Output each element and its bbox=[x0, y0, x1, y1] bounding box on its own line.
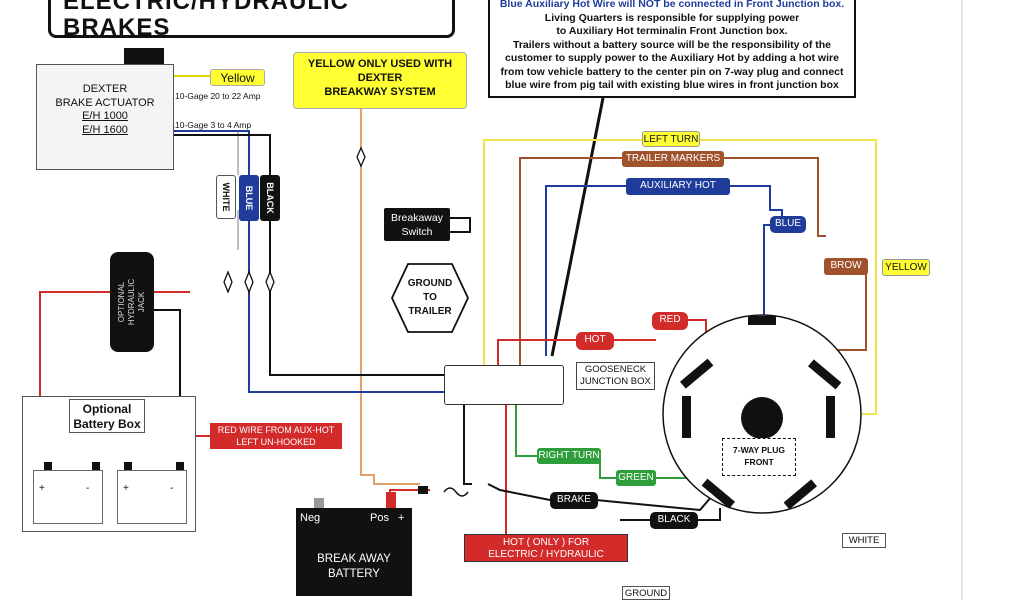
brake-label: BRAKE bbox=[550, 492, 598, 509]
red-wire-note: RED WIRE FROM AUX-HOT LEFT UN-HOOKED bbox=[210, 423, 342, 449]
battery-box-label: Optional Battery Box bbox=[69, 399, 145, 433]
trailer-marker-wire bbox=[519, 157, 867, 378]
black-wire-actuator bbox=[174, 134, 444, 376]
right-turn-label: RIGHT TURN bbox=[537, 448, 601, 464]
note-line: Living Quarters is responsible for suppl… bbox=[544, 11, 800, 24]
gage-label-bottom: 10-Gage 3 to 4 Amp bbox=[175, 120, 252, 130]
actuator-cap bbox=[124, 48, 164, 66]
fuse-block bbox=[418, 486, 428, 494]
red-wire-jack bbox=[39, 291, 110, 440]
actuator-model: E/H 1000 bbox=[82, 110, 128, 122]
black-wire-label: BLACK bbox=[260, 175, 280, 221]
fuse-symbol bbox=[443, 487, 469, 497]
yellow-only-line: YELLOW ONLY USED WITH bbox=[307, 58, 453, 70]
breakaway-wire bbox=[450, 217, 471, 233]
breakaway-switch: Breakaway Switch bbox=[384, 208, 450, 241]
optional-hydraulic-jack: OPTIONAL HYDRAULIC JACK bbox=[110, 252, 154, 352]
brow-label: BROW bbox=[824, 258, 868, 275]
hot-label: HOT bbox=[576, 332, 614, 350]
yellow-label: YELLOW bbox=[882, 259, 930, 276]
brake-wire bbox=[463, 405, 713, 512]
battery-terminal bbox=[44, 462, 52, 470]
note-line: to Auxiliary Hot terminalin Front Juncti… bbox=[556, 25, 788, 37]
brake-actuator: DEXTER BRAKE ACTUATOR E/H 1000 E/H 1600 bbox=[36, 64, 174, 170]
ground-label: GROUND bbox=[622, 586, 670, 600]
note-pointer-line bbox=[550, 97, 605, 357]
battery-cell-right: + - bbox=[117, 470, 187, 524]
actuator-line: BRAKE ACTUATOR bbox=[55, 96, 155, 109]
black-label: BLACK bbox=[650, 512, 698, 529]
blue-wire-label: BLUE bbox=[239, 175, 259, 221]
hot-only-note: HOT ( ONLY ) FOR ELECTRIC / HYDRAULIC bbox=[464, 534, 628, 562]
note-line: blue wire from pig tail with existing bl… bbox=[505, 79, 839, 91]
gooseneck-label: GOOSENECK JUNCTION BOX bbox=[576, 362, 655, 390]
plug-pins bbox=[679, 316, 842, 510]
ground-hexagon bbox=[391, 263, 469, 333]
note-line: from tow vehicle battery to the center p… bbox=[500, 65, 844, 78]
note-line: Trailers without a battery source will b… bbox=[513, 38, 831, 51]
tan-wire-breakaway bbox=[360, 109, 420, 485]
trailer-markers-label: TRAILER MARKERS bbox=[622, 151, 724, 167]
battery-terminal bbox=[124, 462, 132, 470]
gooseneck-junction-box bbox=[444, 365, 564, 405]
white-wire-label: WHITE bbox=[216, 175, 236, 219]
note-line: Blue Auxiliary Hot Wire will NOT be conn… bbox=[499, 0, 845, 10]
battery-terminal bbox=[92, 462, 100, 470]
yellow-only-line: BREAKWAY SYSTEM bbox=[324, 86, 436, 98]
page-title: ELECTRIC/HYDRAULIC BRAKES bbox=[48, 0, 455, 41]
plug-center-pin bbox=[741, 397, 783, 439]
blue-wire-actuator bbox=[174, 130, 444, 393]
white-label: WHITE bbox=[842, 533, 886, 548]
battery-neg-post bbox=[314, 498, 324, 508]
battery-pos-post bbox=[386, 492, 396, 508]
black-wire-plug bbox=[620, 508, 721, 521]
auxiliary-hot-label: AUXILIARY HOT bbox=[626, 178, 730, 195]
green-label: GREEN bbox=[616, 470, 656, 486]
note-box: Blue Auxiliary Hot Wire will NOT be conn… bbox=[488, 0, 856, 98]
yellow-wire-label: Yellow bbox=[210, 69, 265, 86]
yellow-only-note: YELLOW ONLY USED WITH DEXTER BREAKWAY SY… bbox=[293, 52, 467, 109]
red-label: RED bbox=[652, 312, 688, 330]
yellow-only-line: DEXTER bbox=[357, 72, 403, 84]
left-turn-label: LEFT TURN bbox=[642, 131, 700, 147]
actuator-model: E/H 1600 bbox=[82, 123, 128, 136]
ground-to-trailer-label: GROUND TO TRAILER bbox=[407, 278, 453, 317]
battery-cell-left: + - bbox=[33, 470, 103, 524]
battery-terminal bbox=[176, 462, 184, 470]
actuator-line: DEXTER bbox=[82, 83, 128, 95]
note-line: customer to supply power to the Auxiliar… bbox=[505, 52, 839, 64]
diamond-connectors bbox=[223, 146, 366, 294]
gage-label-top: 10-Gage 20 to 22 Amp bbox=[175, 91, 261, 101]
blue-label: BLUE bbox=[770, 216, 806, 233]
break-away-battery: Neg Pos + BREAK AWAY BATTERY bbox=[296, 508, 412, 596]
seven-way-plug-label: 7-WAY PLUG FRONT bbox=[722, 438, 796, 476]
